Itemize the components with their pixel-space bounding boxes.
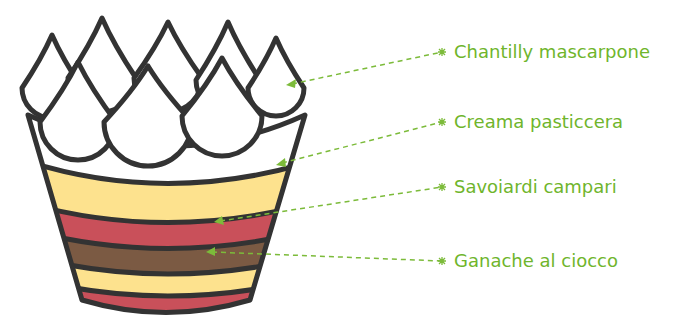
- layer-label: Chantilly mascarpone: [454, 41, 650, 63]
- cream-dollops: [22, 18, 304, 166]
- leader-stars: [438, 48, 446, 265]
- cream-dollop: [104, 66, 192, 166]
- ganache-layer: [0, 222, 340, 320]
- layer-label: Savoiardi campari: [454, 176, 617, 198]
- leader-lines: [212, 52, 442, 261]
- cream-dollop: [248, 38, 304, 116]
- leader-arrowheads: [206, 79, 296, 256]
- layer-label: Creama pasticcera: [454, 111, 623, 133]
- cream-dollop: [40, 62, 116, 160]
- savoiardi-layer: [0, 195, 340, 320]
- custard-layer: [0, 248, 340, 320]
- cream-dollop: [182, 58, 262, 156]
- layer-label: Ganache al ciocco: [454, 250, 618, 272]
